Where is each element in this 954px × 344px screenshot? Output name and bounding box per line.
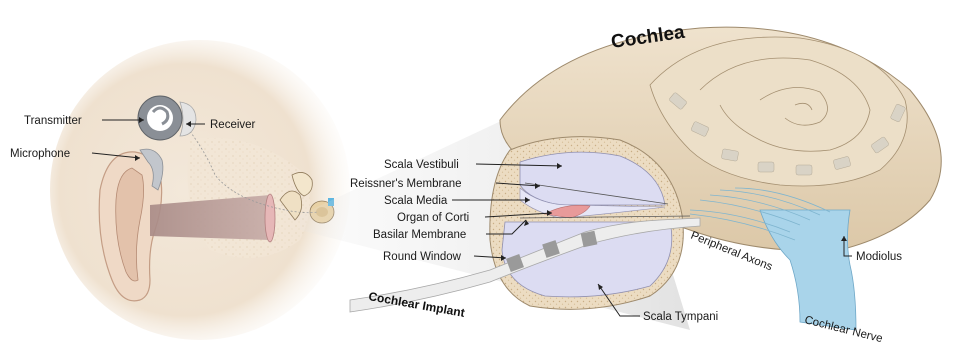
label-modiolus: Modiolus bbox=[856, 251, 902, 263]
label-transmitter: Transmitter bbox=[24, 115, 82, 127]
transmitter-device bbox=[138, 96, 182, 140]
label-microphone: Microphone bbox=[10, 148, 70, 160]
label-scala-media: Scala Media bbox=[384, 195, 448, 207]
label-basilar-membrane: Basilar Membrane bbox=[373, 229, 466, 241]
label-receiver: Receiver bbox=[210, 119, 256, 131]
cochlear-nerve bbox=[760, 210, 856, 330]
label-reissners-membrane: Reissner's Membrane bbox=[350, 178, 462, 190]
label-scala-vestibuli: Scala Vestibuli bbox=[384, 159, 459, 171]
eardrum bbox=[265, 194, 275, 242]
label-scala-tympani: Scala Tympani bbox=[643, 311, 718, 323]
label-round-window: Round Window bbox=[383, 251, 462, 263]
label-organ-of-corti: Organ of Corti bbox=[397, 212, 469, 224]
